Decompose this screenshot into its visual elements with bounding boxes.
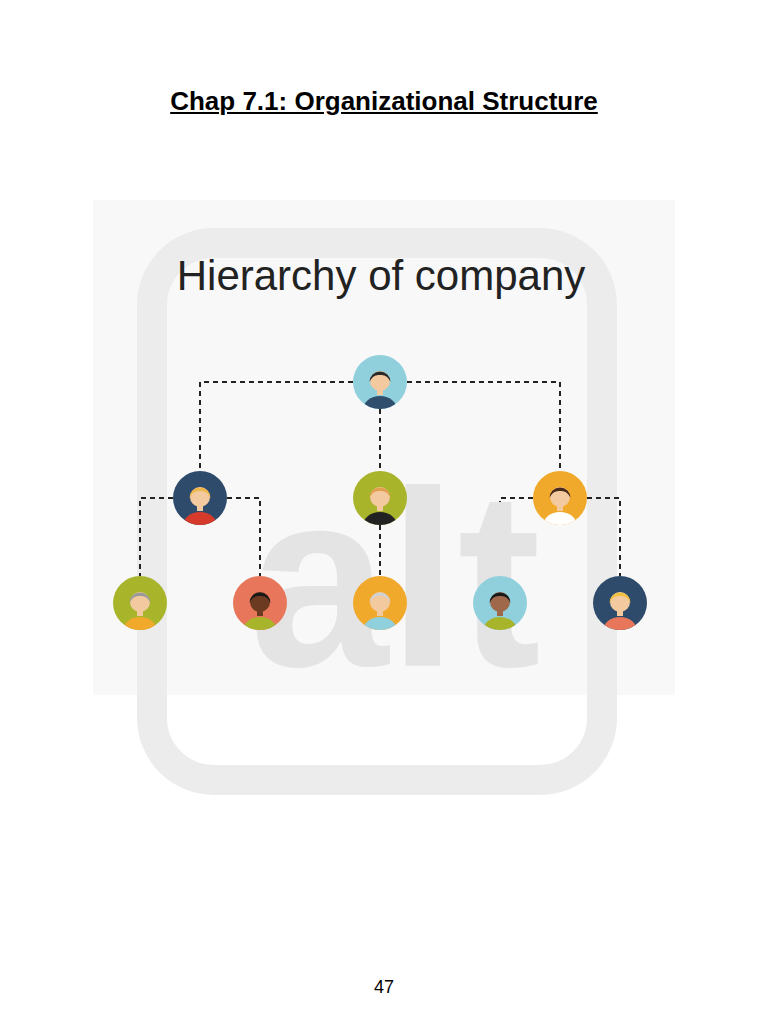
avatar-hair: [490, 593, 511, 603]
avatar-head: [490, 592, 510, 612]
avatar-hair: [250, 593, 271, 603]
avatar-head: [130, 592, 150, 612]
avatar-figure: [533, 471, 587, 525]
person-avatar: [353, 355, 407, 409]
avatar-shirt: [483, 617, 517, 630]
avatar-shirt: [363, 396, 397, 409]
avatar-figure: [353, 576, 407, 630]
person-avatar: [113, 576, 167, 630]
avatar-figure: [173, 471, 227, 525]
avatar-hair: [130, 593, 151, 603]
chart-heading: Hierarchy of company: [177, 255, 586, 297]
avatar-shirt: [543, 512, 577, 525]
avatar-hair: [550, 488, 571, 498]
reporting-line: [587, 498, 620, 576]
avatar-hair: [370, 488, 391, 498]
avatar-figure: [593, 576, 647, 630]
avatar-head: [370, 371, 390, 391]
watermark-frame: [152, 243, 602, 780]
avatar-hair: [370, 593, 391, 603]
avatar-figure: [353, 355, 407, 409]
avatar-shirt: [603, 617, 637, 630]
avatar-figure: [233, 576, 287, 630]
avatar-head: [610, 592, 630, 612]
page-title: Chap 7.1: Organizational Structure: [170, 86, 598, 117]
avatar-head: [550, 487, 570, 507]
avatar-hair: [610, 593, 631, 603]
page-number: 47: [374, 978, 394, 996]
person-avatar: [533, 471, 587, 525]
avatar-shirt: [363, 512, 397, 525]
person-avatar: [173, 471, 227, 525]
avatar-head: [250, 592, 270, 612]
person-avatar: [593, 576, 647, 630]
person-avatar: [233, 576, 287, 630]
avatar-shirt: [123, 617, 157, 630]
avatar-hair: [370, 372, 391, 382]
avatar-figure: [473, 576, 527, 630]
avatar-head: [190, 487, 210, 507]
person-avatar: [473, 576, 527, 630]
avatar-figure: [113, 576, 167, 630]
avatar-head: [370, 487, 390, 507]
avatar-shirt: [243, 617, 277, 630]
reporting-line: [140, 498, 173, 576]
avatar-hair: [190, 488, 211, 498]
avatar-shirt: [363, 617, 397, 630]
person-avatar: [353, 576, 407, 630]
person-avatar: [353, 471, 407, 525]
avatar-figure: [353, 471, 407, 525]
avatar-shirt: [183, 512, 217, 525]
avatar-head: [370, 592, 390, 612]
